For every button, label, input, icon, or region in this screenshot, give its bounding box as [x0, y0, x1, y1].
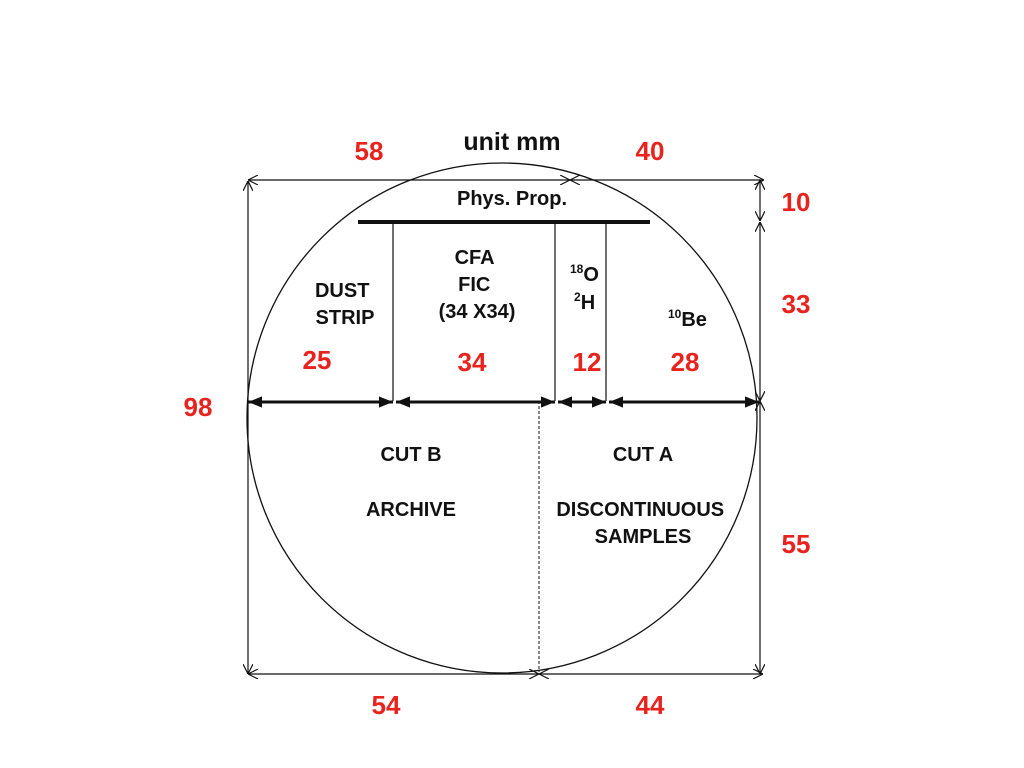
cfa-line3: (34 X34) [439, 301, 516, 323]
dim-right-middle-value: 33 [782, 289, 811, 319]
dust-strip-label: DUST STRIP [315, 280, 375, 329]
h2-symbol: H [581, 292, 595, 314]
discontinuous-line1: DISCONTINUOUS [556, 499, 724, 521]
dim-top-right-value: 40 [636, 136, 665, 166]
core-circle [246, 162, 758, 674]
o18-superscript: 18 [570, 262, 584, 276]
h2-superscript: 2 [574, 290, 581, 304]
dim-left-value: 98 [184, 392, 213, 422]
discontinuous-line2: SAMPLES [595, 526, 692, 548]
cfa-line2: FIC [458, 274, 490, 296]
dim-right-bottom-value: 55 [782, 529, 811, 559]
dim-bottom-left-value: 54 [372, 690, 401, 720]
cut-a-label: CUT A [613, 444, 673, 466]
dim-top-left-value: 58 [355, 136, 384, 166]
cfa-fic-label: CFA FIC (34 X34) [439, 247, 516, 323]
dim-dust-strip-value: 25 [303, 345, 332, 375]
dust-strip-line1: DUST [315, 280, 369, 302]
dust-strip-line2: STRIP [316, 307, 375, 329]
be10-superscript: 10 [668, 307, 682, 321]
phys-prop-label: Phys. Prop. [457, 188, 567, 210]
be10-symbol: Be [681, 309, 707, 331]
o18-label: 18O [570, 262, 599, 286]
dim-isotopes-value: 12 [573, 347, 602, 377]
o18-symbol: O [583, 264, 599, 286]
cut-b-label: CUT B [380, 444, 441, 466]
unit-title: unit mm [463, 128, 560, 156]
dim-right-top-value: 10 [782, 187, 811, 217]
dim-bottom-right-value: 44 [636, 690, 665, 720]
dim-cfa-fic-value: 34 [458, 347, 487, 377]
dim-be10-value: 28 [671, 347, 700, 377]
archive-label: ARCHIVE [366, 499, 456, 521]
be10-label: 10Be [668, 307, 707, 331]
cfa-line1: CFA [455, 247, 495, 269]
h2-label: 2H [574, 290, 595, 314]
discontinuous-label: DISCONTINUOUS SAMPLES [556, 499, 729, 548]
